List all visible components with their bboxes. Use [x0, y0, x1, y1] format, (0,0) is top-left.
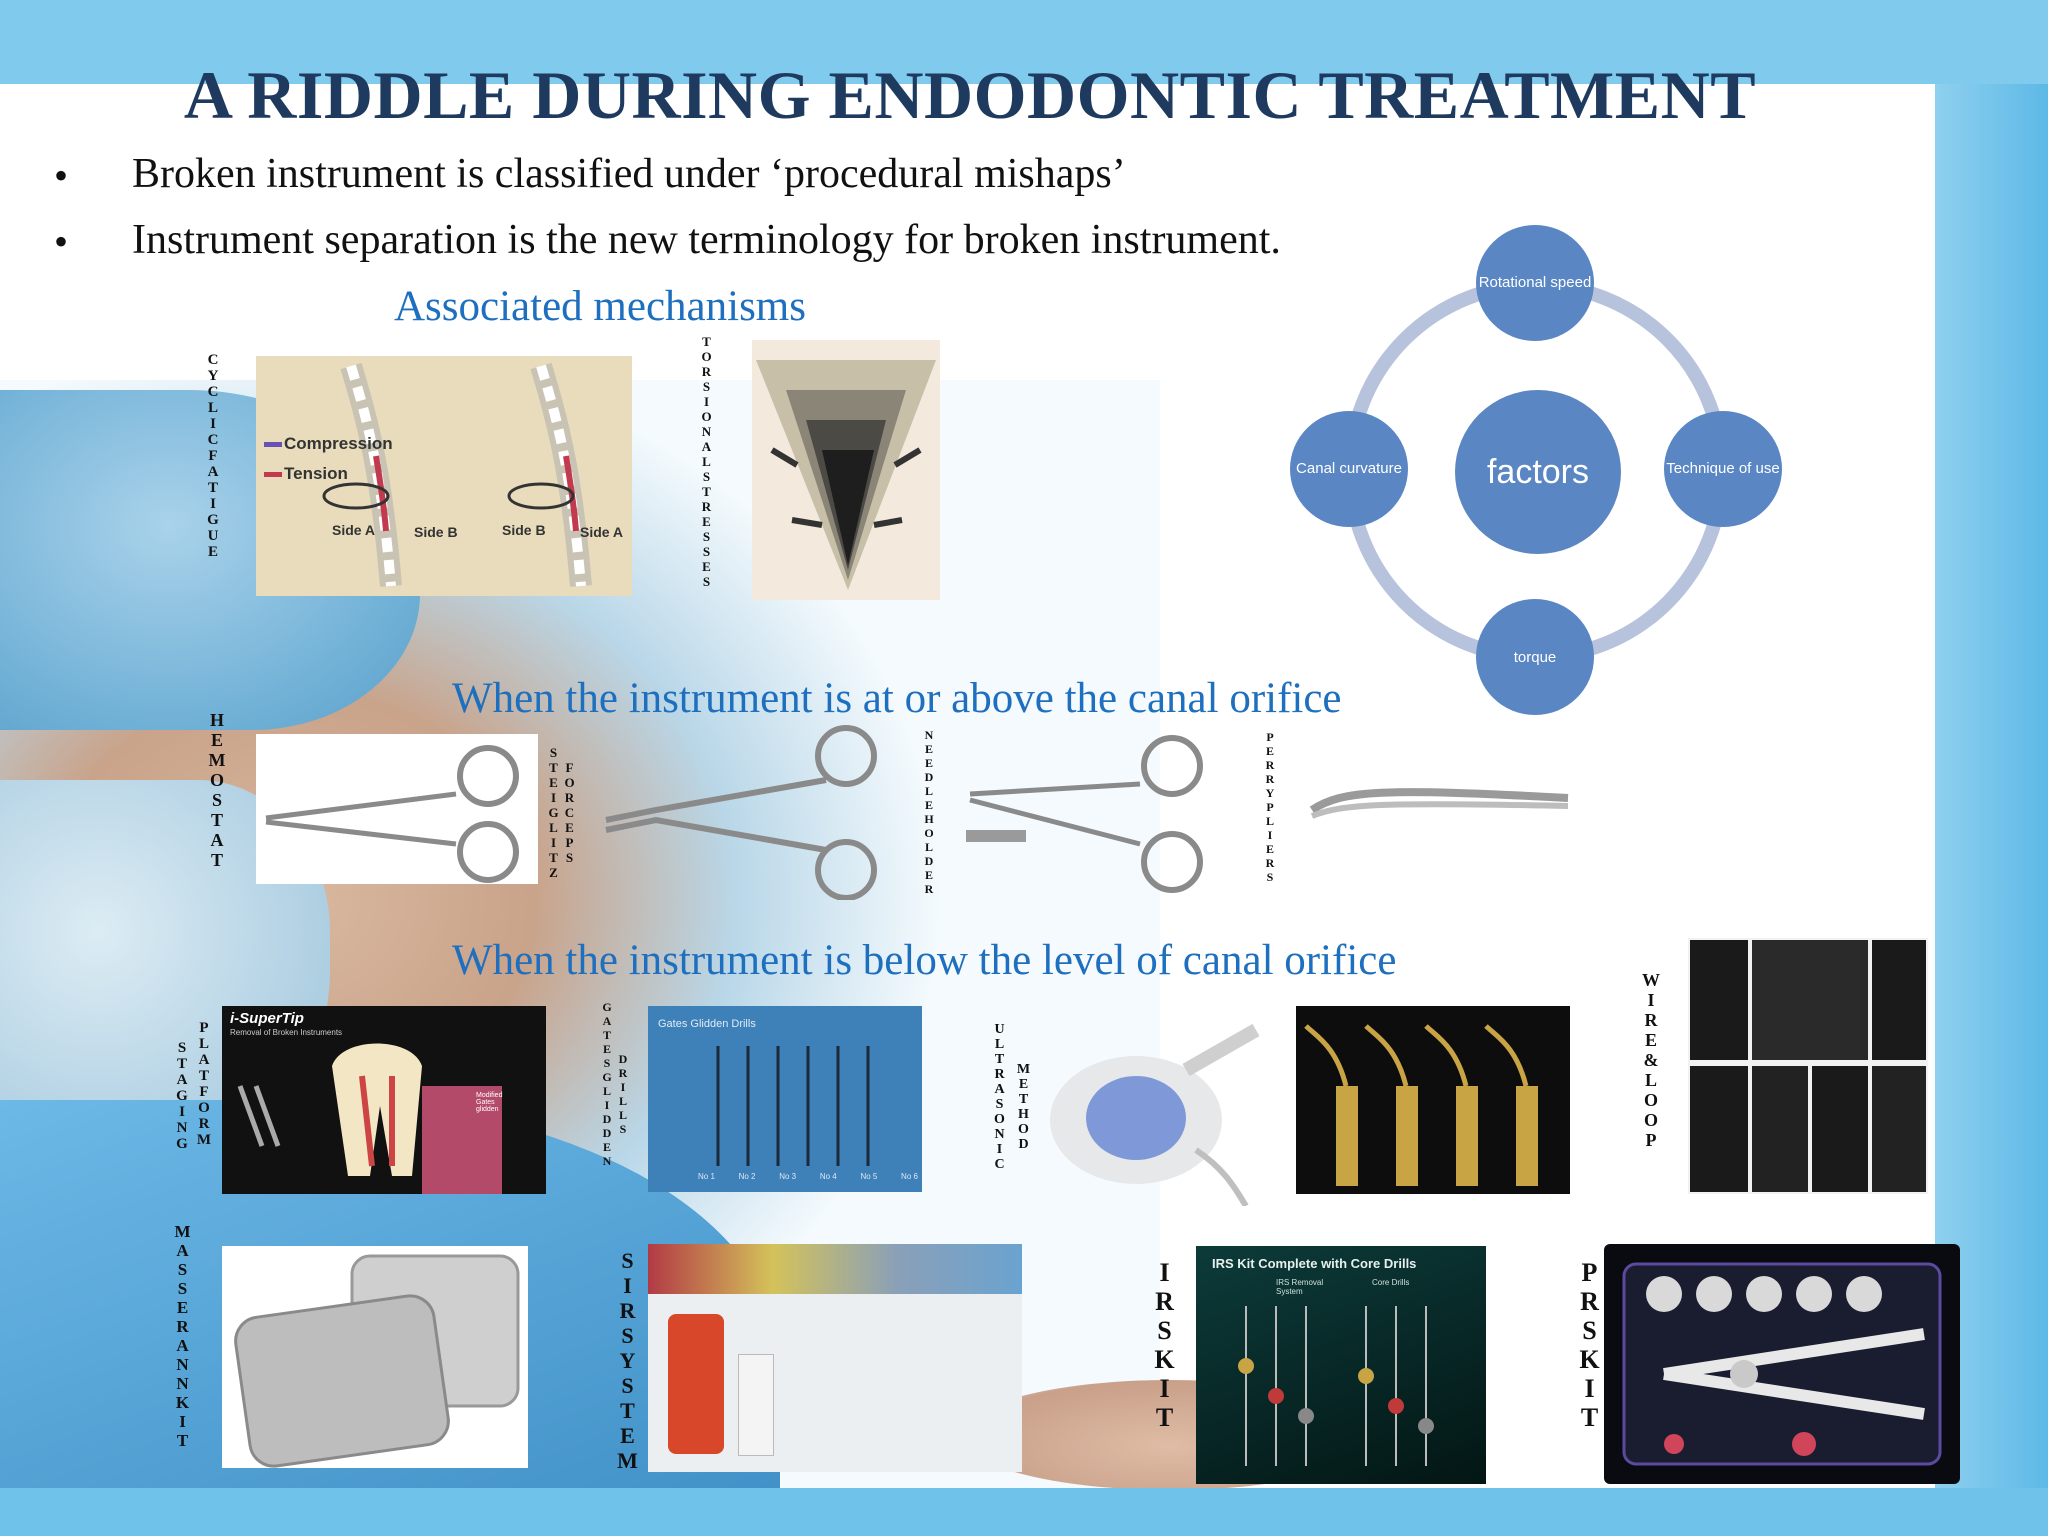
- label-drills: DRILLS: [616, 1052, 630, 1136]
- supertip-image: i-SuperTip Removal of Broken Instruments…: [222, 1006, 546, 1194]
- factor-center: factors: [1455, 390, 1621, 554]
- drills-drawing: [716, 1046, 870, 1166]
- sir-bottle: [668, 1314, 724, 1454]
- irs-subtitle-removal: IRS Removal System: [1276, 1278, 1324, 1296]
- gates-number: No 1: [698, 1172, 715, 1181]
- masserann-kit-drawing: [234, 1254, 520, 1468]
- label-steiglitz: STEIGLITZ: [546, 745, 561, 880]
- gates-number: No 4: [819, 1172, 837, 1181]
- legend-compression: Compression: [284, 434, 393, 453]
- label-cyclic-fatigue: CYCLICFATIGUE: [205, 352, 221, 560]
- needle-holder-image: [960, 734, 1210, 894]
- heading-mechanisms: Associated mechanisms: [394, 283, 806, 330]
- wire-loop-grid-image: [1688, 938, 1928, 1194]
- wire-loop-photo: [1872, 1066, 1926, 1192]
- sir-small-bottle: [738, 1354, 774, 1456]
- bottom-band: [0, 1488, 2048, 1536]
- wire-loop-photo: [1812, 1066, 1868, 1192]
- cyclic-fatigue-figure: Compression Tension Side A Side B Side B…: [256, 356, 632, 596]
- label-platform: PLATFORM: [196, 1020, 212, 1148]
- label-staging: STAGING: [174, 1040, 190, 1152]
- gates-title: Gates Glidden Drills: [658, 1018, 756, 1030]
- gates-number: No 3: [779, 1172, 797, 1181]
- bullet-marker: •: [54, 219, 69, 264]
- forceps-drawing: [605, 725, 877, 901]
- gates-number: No 6: [901, 1172, 918, 1181]
- irs-subtitle-drills: Core Drills: [1372, 1278, 1410, 1287]
- ultrasonic-unit-image: [1046, 1010, 1260, 1208]
- gates-glidden-drills-image: Gates Glidden Drills No 1 No 2 No 3 No 4…: [648, 1006, 922, 1192]
- prs-kit-image: [1604, 1244, 1960, 1484]
- sir-vials-strip: [648, 1244, 1022, 1294]
- supertip-title: i-SuperTip: [230, 1010, 304, 1027]
- prs-kit-drawing: [1622, 1262, 1942, 1466]
- bullet-2: Instrument separation is the new termino…: [132, 217, 1281, 263]
- masserann-kit-image: [222, 1246, 528, 1468]
- bullet-1: Broken instrument is classified under ‘p…: [132, 151, 1126, 197]
- ultrasonic-unit-drawing: [1050, 1023, 1260, 1208]
- irs-title: IRS Kit Complete with Core Drills: [1212, 1256, 1417, 1271]
- factors-diagram: Rotational speed Technique of use torque…: [1288, 225, 1784, 717]
- pliers-drawing: [1309, 788, 1569, 819]
- gates-number: No 2: [738, 1172, 756, 1181]
- label-torsional-stresses: TORSIONALSTRESSES: [699, 334, 714, 589]
- label-forceps: FORCEPS: [562, 760, 577, 865]
- label-wire-loop: WIRE&LOOP: [1641, 970, 1661, 1150]
- label-prs-kit: PRSKIT: [1575, 1258, 1604, 1432]
- gates-numbers: No 1 No 2 No 3 No 4 No 5 No 6: [698, 1172, 918, 1181]
- label-method: METHOD: [1016, 1062, 1031, 1152]
- file-bending-drawing: [264, 362, 592, 587]
- label-side-a: Side A: [580, 524, 624, 540]
- factor-rotational-speed: Rotational speed: [1476, 225, 1594, 341]
- factor-canal-curvature: Canal curvature: [1290, 411, 1408, 527]
- gates-number: No 5: [860, 1172, 878, 1181]
- legend-tension: Tension: [284, 464, 348, 483]
- wire-loop-photo: [1690, 940, 1748, 1060]
- needle-holder-drawing: [966, 735, 1203, 893]
- label-ultrasonic: ULTRASONIC: [992, 1022, 1007, 1172]
- wire-loop-photo: [1690, 1066, 1748, 1192]
- label-gates-glidden: GATESGLIDDEN: [600, 1000, 614, 1168]
- supertip-subtitle: Removal of Broken Instruments: [230, 1028, 343, 1037]
- torsion-cone-drawing: [756, 360, 936, 590]
- heading-above-orifice: When the instrument is at or above the c…: [452, 675, 1342, 722]
- label-side-a: Side A: [332, 522, 376, 538]
- ultrasonic-tips-image: [1296, 1006, 1570, 1194]
- supertip-note: Modified Gates glidden: [476, 1092, 503, 1113]
- steiglitz-forceps-image: [596, 720, 878, 901]
- heading-below-orifice: When the instrument is below the level o…: [452, 937, 1397, 984]
- factor-torque: torque: [1476, 599, 1594, 715]
- label-side-b: Side B: [502, 522, 546, 538]
- factor-technique-of-use: Technique of use: [1664, 411, 1782, 527]
- bullet-marker: •: [54, 153, 69, 198]
- hemostat-image: [256, 734, 538, 884]
- torsional-stress-figure: [752, 340, 940, 600]
- perry-pliers-image: [1302, 770, 1572, 840]
- wire-loop-photo: [1752, 1066, 1808, 1192]
- hemostat-drawing: [265, 745, 519, 883]
- wire-loop-photo: [1752, 940, 1868, 1060]
- label-side-b: Side B: [414, 524, 458, 540]
- label-hemostat: HEMOSTAT: [207, 710, 227, 870]
- label-sir-system: SIRSYSTEM: [615, 1248, 640, 1473]
- label-masserann-kit: MASSERANNKIT: [173, 1222, 192, 1450]
- slide-title: A RIDDLE DURING ENDODONTIC TREATMENT: [183, 57, 1757, 133]
- label-irs-kit: IRSKIT: [1150, 1258, 1179, 1432]
- tooth-drawing: [237, 1043, 502, 1194]
- tips-drawing: [1304, 1024, 1538, 1186]
- wire-loop-photo: [1872, 940, 1926, 1060]
- label-perry-pliers: PERRYPLIERS: [1263, 730, 1277, 884]
- irs-instruments-drawing: [1238, 1306, 1434, 1466]
- label-needle-holder: NEEDLEHOLDER: [922, 728, 936, 896]
- irs-kit-image: IRS Kit Complete with Core Drills IRS Re…: [1196, 1246, 1486, 1484]
- top-band: [0, 0, 2048, 84]
- sir-system-image: [648, 1244, 1022, 1472]
